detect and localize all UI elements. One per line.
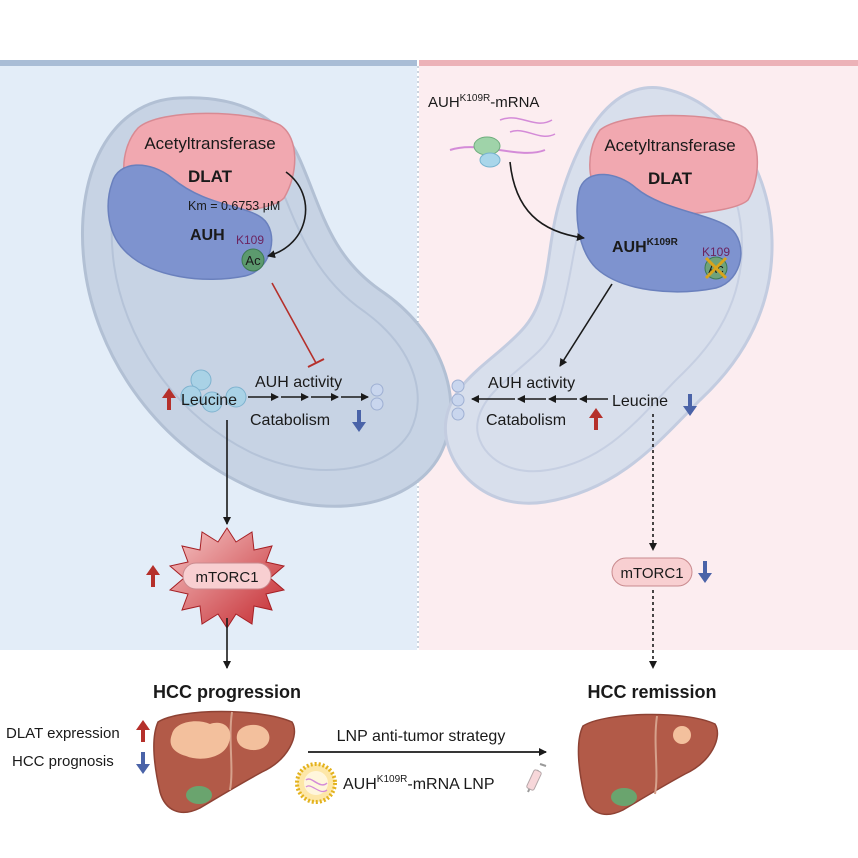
left-auh-activity-label: AUH activity <box>255 374 342 391</box>
right-auh-label: AUHK109R <box>612 237 679 256</box>
syringe-icon <box>526 763 547 793</box>
ribosome-mrna-icon <box>449 117 556 168</box>
right-catabolism-label: Catabolism <box>486 412 566 429</box>
right-k109-label: K109 <box>702 245 730 259</box>
right-leucine-down-arrow-icon <box>683 394 697 416</box>
left-leucine-icon <box>180 369 247 413</box>
left-leucine-label: Leucine <box>181 392 237 409</box>
right-mrna-superscript: K109R <box>460 93 491 104</box>
right-mrna-label: AUHK109R-mRNA <box>428 93 539 111</box>
left-ac-circle <box>241 248 265 272</box>
left-auh-label: AUH <box>190 227 225 244</box>
left-outcome-label: HCC progression <box>153 682 301 702</box>
left-inhibition-bar <box>307 358 325 368</box>
right-dlat-label: DLAT <box>648 169 693 188</box>
right-liver-icon <box>577 713 719 815</box>
left-auh-blob <box>107 164 273 280</box>
hcc-prognosis-down-arrow-icon <box>136 752 150 774</box>
left-mtorc1-pill <box>182 562 272 590</box>
left-top-bar <box>0 60 417 66</box>
left-km-label: Km = 0.6753 μM <box>188 199 280 213</box>
left-acetyltransferase-label: Acetyltransferase <box>144 134 275 153</box>
right-mtorc1-pill <box>611 557 693 587</box>
right-metabolite-dots <box>451 379 465 421</box>
left-catabolism-down-arrow-icon <box>352 410 366 432</box>
left-mtorc1-label: mTORC1 <box>195 569 258 586</box>
right-mtorc1-label: mTORC1 <box>620 565 683 582</box>
right-leucine-label: Leucine <box>612 393 668 410</box>
right-auh-superscript: K109R <box>647 237 679 248</box>
right-outcome-label: HCC remission <box>587 682 716 702</box>
right-mtorc1-down-arrow-icon <box>698 561 712 583</box>
right-mrna-to-auh-arrow <box>509 161 585 242</box>
left-liver-icon <box>153 710 296 813</box>
right-auh-to-activity-arrow <box>559 283 613 367</box>
right-ac-blocked-icon <box>704 256 728 280</box>
right-catabolism-up-arrow-icon <box>589 408 603 430</box>
lnp-icon <box>295 762 337 804</box>
left-catabolism-label: Catabolism <box>250 412 330 429</box>
left-mtorc1-up-arrow-icon <box>146 565 160 587</box>
right-auh-blob <box>576 173 742 293</box>
dlat-expression-up-arrow-icon <box>136 720 150 742</box>
left-ac-label: Ac <box>245 253 261 268</box>
left-dlat-label: DLAT <box>188 167 233 186</box>
left-k109-label: K109 <box>236 233 264 247</box>
dlat-expression-label: DLAT expression <box>6 725 120 742</box>
right-acetyltransferase-label: Acetyltransferase <box>604 136 735 155</box>
lnp-label: AUHK109R-mRNA LNP <box>343 774 494 793</box>
strategy-label: LNP anti-tumor strategy <box>337 728 506 745</box>
left-metabolite-dots <box>370 383 384 411</box>
hcc-prognosis-label: HCC prognosis <box>12 753 114 770</box>
right-auh-activity-label: AUH activity <box>488 375 575 392</box>
left-inhibition-line <box>271 282 317 364</box>
left-leucine-up-arrow-icon <box>162 388 176 410</box>
right-top-bar <box>419 60 858 66</box>
left-acetylation-arrow <box>267 171 307 259</box>
lnp-superscript: K109R <box>377 774 408 785</box>
